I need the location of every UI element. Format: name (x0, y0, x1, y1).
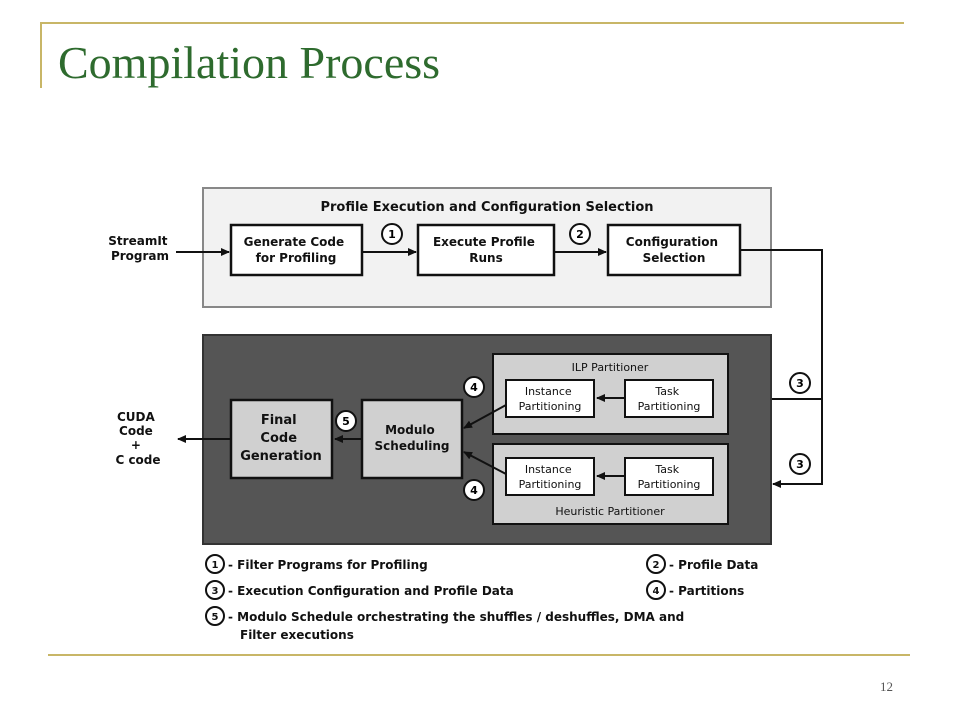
configuration-selection-label: Configuration Selection (626, 235, 722, 265)
step-1-number: 1 (388, 228, 396, 241)
legend-marker-3 (205, 580, 225, 600)
legend-marker-2 (646, 554, 666, 574)
step-4-marker-ilp (463, 376, 485, 398)
modulo-scheduling-label: Modulo Scheduling (375, 423, 450, 453)
legend-num-1: 1 (212, 560, 219, 571)
step-3-marker-ilp (789, 372, 811, 394)
step-2-number: 2 (576, 228, 584, 241)
legend-item-5-line2: Filter executions (240, 628, 354, 642)
step-2-marker (569, 223, 591, 245)
legend-num-3: 3 (212, 586, 219, 597)
legend-num-4: 4 (653, 586, 660, 597)
step-4-marker-heuristic (463, 479, 485, 501)
input-label: StreamIt Program (108, 234, 171, 263)
heuristic-task-label: Task Partitioning (638, 463, 701, 491)
legend-marker-5 (205, 606, 225, 626)
slide-number: 12 (880, 679, 893, 694)
ilp-instance-partitioning-box (505, 379, 595, 418)
legend-item-4: - Partitions (669, 584, 744, 598)
final-code-generation-box (229, 398, 334, 480)
ilp-instance-label: Instance Partitioning (519, 385, 582, 413)
step-3-number-heuristic: 3 (796, 458, 804, 471)
step-4-number-ilp: 4 (470, 381, 478, 394)
bottom-decor-line (48, 654, 910, 656)
step-3-marker-heuristic (789, 453, 811, 475)
step-1-marker (381, 223, 403, 245)
legend-marker-1 (205, 554, 225, 574)
heuristic-instance-label: Instance Partitioning (519, 463, 582, 491)
config-output-connector (740, 249, 823, 488)
ilp-partitioner-title: ILP Partitioner (572, 361, 649, 374)
step-3-number-ilp: 3 (796, 377, 804, 390)
ilp-task-label: Task Partitioning (638, 385, 701, 413)
generate-code-box (229, 223, 364, 277)
step-4-number-heuristic: 4 (470, 484, 478, 497)
legend: 1 - Filter Programs for Profiling 2 - Pr… (205, 554, 758, 642)
output-label: CUDA Code + C code (115, 410, 160, 467)
legend-num-2: 2 (653, 560, 660, 571)
legend-item-3: - Execution Configuration and Profile Da… (228, 584, 514, 598)
legend-item-5-line1: - Modulo Schedule orchestrating the shuf… (228, 610, 684, 624)
top-decor-line (40, 22, 904, 24)
step-5-marker (335, 410, 357, 432)
legend-marker-4 (646, 580, 666, 600)
step-5-number: 5 (342, 415, 350, 428)
legend-item-1: - Filter Programs for Profiling (228, 558, 428, 572)
final-code-generation-label: Final Code Generation (240, 413, 322, 464)
modulo-scheduling-box (360, 398, 464, 480)
configuration-selection-box (606, 223, 742, 277)
legend-item-2: - Profile Data (669, 558, 758, 572)
slide-title: Compilation Process (58, 37, 441, 88)
heuristic-partitioner-title: Heuristic Partitioner (555, 505, 665, 518)
generate-code-label: Generate Code for Profiling (244, 235, 349, 265)
heuristic-instance-partitioning-box (505, 457, 595, 496)
arrow-ilp-to-modulo (463, 404, 507, 429)
left-decor-line (40, 22, 42, 88)
profile-panel-title: Profile Execution and Configuration Sele… (320, 200, 653, 215)
legend-num-5: 5 (212, 612, 219, 623)
execute-profile-label: Execute Profile Runs (433, 235, 539, 265)
execute-profile-box (416, 223, 556, 277)
arrow-heuristic-to-modulo (463, 451, 507, 475)
